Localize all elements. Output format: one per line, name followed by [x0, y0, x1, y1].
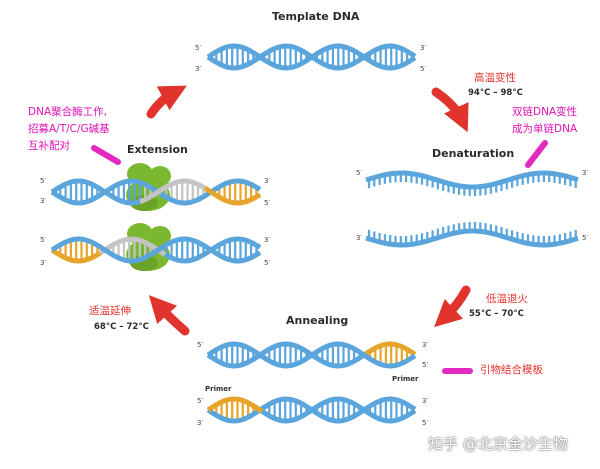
- anneal-bottom-5prime-b: 5′: [422, 419, 429, 427]
- annealing-top-strand-top: [360, 341, 417, 359]
- ext2-5prime-r: 5′: [264, 259, 271, 267]
- anneal-top-3prime: 3′: [422, 341, 429, 349]
- ext2-5prime: 5′: [40, 236, 47, 244]
- extension-top-strand-bottom: [50, 178, 141, 206]
- denaturation-note-line-2: 成为单链DNA: [512, 123, 578, 135]
- annealing-top-strand-bottom: [206, 341, 417, 369]
- arrow-to-denaturation: [431, 87, 469, 133]
- denatured-bottom-strand: [365, 228, 579, 248]
- anneal-bottom-3prime: 3′: [197, 419, 204, 427]
- anneal-bottom-5prime: 5′: [197, 397, 204, 405]
- cycle-arrows: [146, 85, 471, 336]
- highlight-marks: [91, 140, 548, 374]
- denaturation-temp: 94°C – 98°C: [468, 88, 523, 98]
- primer-label-left: Primer: [205, 385, 232, 393]
- annealing-title: Annealing: [286, 314, 349, 327]
- primer-label-right: Primer: [392, 375, 419, 383]
- ext1-5prime-r: 5′: [264, 199, 271, 207]
- denat-bottom-5prime: 5′: [582, 234, 589, 242]
- annealing-bottom-strand-bottom: [206, 396, 264, 414]
- extension-top-strand-bottom: [203, 186, 262, 206]
- ext2-3prime: 3′: [40, 259, 47, 267]
- extension-bottom-strand-top: [98, 236, 167, 257]
- extension-bottom-strand-bottom: [50, 236, 262, 264]
- template-dna-title: Template DNA: [272, 10, 360, 23]
- denaturation-highlight: [525, 140, 548, 168]
- ext1-5prime: 5′: [40, 177, 47, 185]
- extension-note-line-1: DNA聚合酶工作,: [28, 106, 107, 118]
- template-bottom-3prime: 3′: [195, 65, 202, 73]
- anneal-bottom-3prime-b: 3′: [422, 397, 429, 405]
- denatured-top-strand: [365, 170, 579, 190]
- annealing-cn-label: 低温退火: [486, 293, 528, 305]
- denat-top-5prime: 5′: [356, 169, 363, 177]
- template-dna-strand-bottom: [206, 43, 417, 71]
- arrow-to-annealing: [434, 285, 471, 328]
- denaturation-note: 双链DNA变性 成为单链DNA: [512, 104, 577, 138]
- helices: [50, 43, 579, 424]
- denaturation-cn-label: 高温变性: [474, 72, 516, 84]
- denat-bottom-3prime: 3′: [356, 234, 363, 242]
- extension-bottom-strand-top: [50, 247, 102, 264]
- template-top-5prime: 5′: [195, 44, 202, 52]
- extension-note: DNA聚合酶工作, 招募A/T/C/G碱基 互补配对: [28, 104, 110, 155]
- extension-temp: 68°C – 72°C: [94, 322, 149, 332]
- ext1-3prime-r: 3′: [264, 177, 271, 185]
- extension-top-strand-bottom: [139, 178, 207, 204]
- watermark: 知乎 @北京金沙生物: [428, 435, 568, 453]
- extension-title: Extension: [127, 143, 188, 156]
- extension-cn-label: 适温延伸: [89, 305, 131, 317]
- template-bottom-5prime: 5′: [420, 65, 427, 73]
- annealing-note: 引物结合模板: [480, 364, 543, 376]
- ext2-3prime-r: 3′: [264, 236, 271, 244]
- annealing-bottom-strand-bottom: [260, 396, 417, 424]
- denaturation-title: Denaturation: [432, 147, 515, 160]
- annealing-temp: 55°C – 70°C: [469, 309, 524, 319]
- anneal-top-5prime-b: 5′: [422, 361, 429, 369]
- annealing-top-strand-top: [206, 341, 364, 369]
- extension-note-line-3: 互补配对: [28, 140, 70, 152]
- template-top-3prime: 3′: [420, 44, 427, 52]
- extension-note-line-2: 招募A/T/C/G碱基: [28, 123, 110, 135]
- denaturation-note-line-1: 双链DNA变性: [512, 106, 578, 118]
- extension-highlight: [91, 145, 121, 165]
- arrow-to-template: [146, 85, 187, 119]
- denat-top-3prime: 3′: [582, 169, 589, 177]
- arrow-to-extension: [148, 295, 190, 336]
- ext1-3prime: 3′: [40, 197, 47, 205]
- anneal-top-5prime: 5′: [197, 341, 204, 349]
